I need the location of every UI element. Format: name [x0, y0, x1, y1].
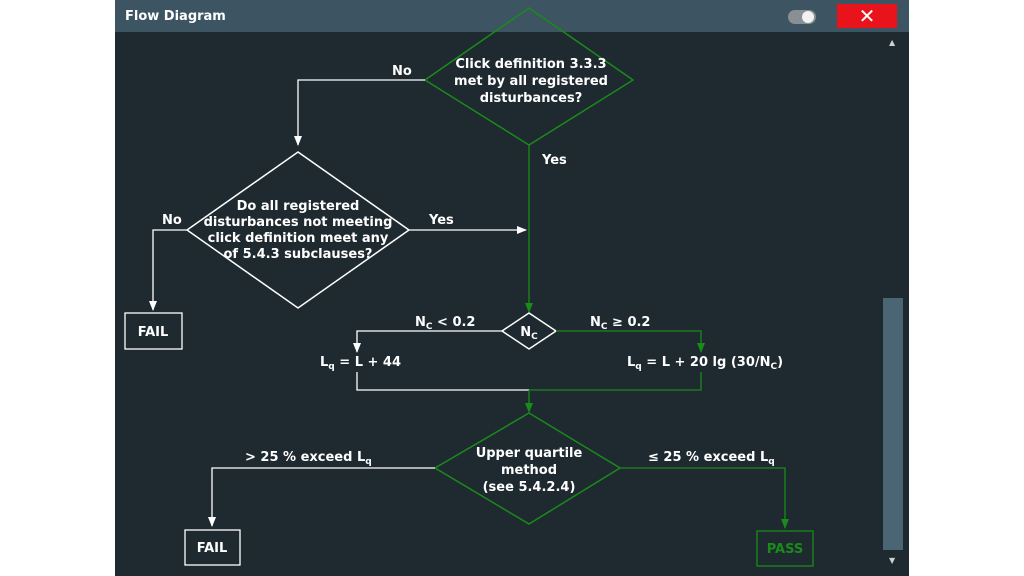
pass-box	[756, 530, 814, 567]
decision-nc-label: NC	[520, 325, 538, 342]
nc-left-line	[353, 330, 502, 353]
q3-left-label: > 25 % exceed Lq	[245, 450, 372, 467]
toggle-switch[interactable]	[788, 10, 816, 24]
q3-right-line	[620, 467, 789, 529]
lq-left-formula: Lq = L + 44	[320, 355, 401, 372]
title-bar: Flow Diagram ✕	[115, 0, 909, 32]
decision-upper-quartile-line1: Upper quartile	[476, 446, 583, 461]
q2-yes-label: Yes	[428, 213, 454, 228]
fail-box-2-label: FAIL	[197, 541, 228, 556]
window-title: Flow Diagram	[125, 9, 226, 24]
decision-click-definition-line2: met by all registered	[454, 74, 608, 89]
decision-upper-quartile-line3: (see 5.4.2.4)	[483, 480, 576, 495]
q1-yes-label: Yes	[541, 153, 567, 168]
decision-registered-line2: disturbances not meeting	[204, 215, 393, 230]
flow-diagram: Click definition 3.3.3 met by all regist…	[124, 7, 814, 567]
scrollbar-thumb[interactable]	[883, 298, 903, 550]
decision-registered-disturbances	[185, 151, 411, 309]
close-button[interactable]: ✕	[837, 4, 897, 28]
decision-registered-line4: of 5.4.3 subclauses?	[224, 247, 373, 262]
scroll-down-arrow-icon[interactable]: ▼	[889, 556, 896, 565]
decision-registered-line1: Do all registered	[237, 199, 360, 214]
nc-right-label: NC ≥ 0.2	[590, 315, 650, 332]
decision-nc	[500, 312, 558, 350]
decision-upper-quartile	[433, 412, 622, 525]
toggle-knob	[802, 11, 814, 23]
q2-no-label: No	[162, 213, 182, 228]
scroll-up-arrow-icon[interactable]: ▲	[889, 38, 896, 47]
q3-left-line	[208, 467, 435, 527]
q3-right-label: ≤ 25 % exceed Lq	[648, 450, 775, 467]
decision-click-definition-line3: disturbances?	[480, 91, 583, 106]
q2-no-line	[149, 229, 187, 311]
q1-no-label: No	[392, 64, 412, 79]
decision-upper-quartile-line2: method	[501, 463, 557, 478]
merge-left-line	[356, 372, 529, 391]
fail-box-1-label: FAIL	[138, 325, 169, 340]
flow-diagram-window: Flow Diagram ✕ ▲ ▼ Click definition 3.3.…	[115, 0, 909, 576]
decision-registered-line3: click definition meet any	[208, 231, 389, 246]
decision-click-definition-line1: Click definition 3.3.3	[455, 57, 606, 72]
nc-left-label: NC < 0.2	[415, 315, 475, 332]
fail-box-1	[124, 312, 183, 350]
merge-right-line	[529, 372, 702, 391]
pass-box-label: PASS	[767, 542, 804, 557]
fail-box-2	[184, 529, 241, 566]
lq-right-formula: Lq = L + 20 lg (30/NC)	[627, 355, 783, 372]
nc-right-line	[556, 330, 705, 353]
q1-no-line	[294, 79, 425, 146]
